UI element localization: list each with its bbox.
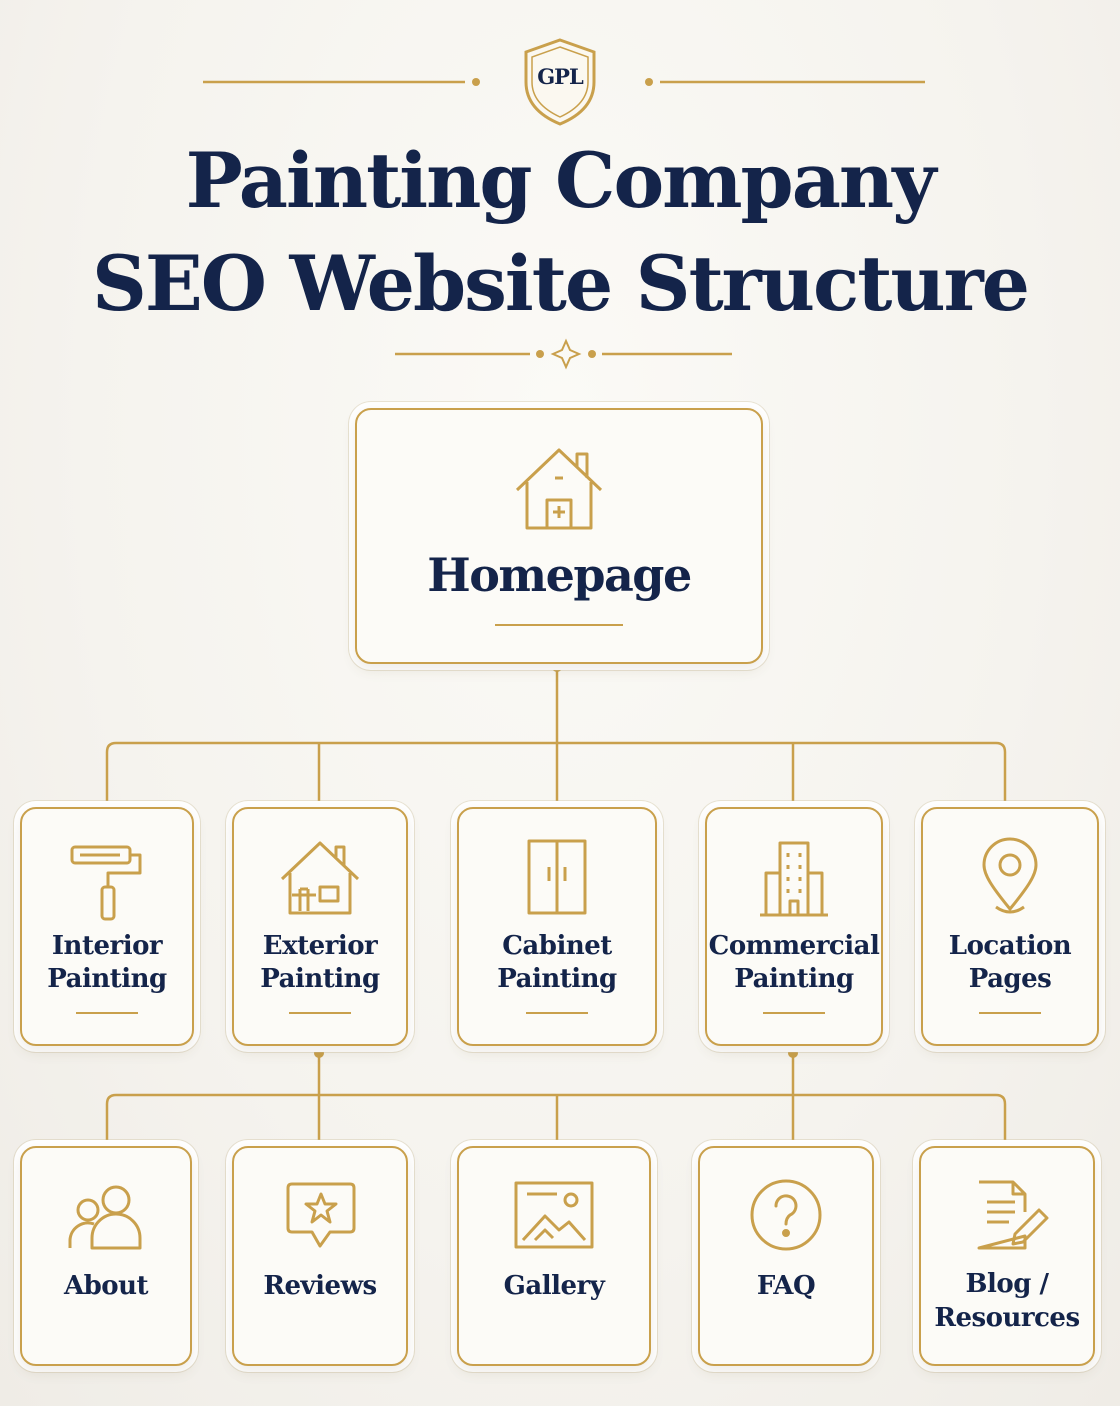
users-icon (66, 1182, 146, 1256)
card-divider (979, 1012, 1041, 1014)
title-line-2: SEO Website Structure (91, 239, 1030, 328)
service-label-line2: Painting (260, 964, 380, 994)
page-label-line1: FAQ (756, 1271, 816, 1301)
homepage-card[interactable]: Homepage (355, 408, 763, 664)
page-label-line1: About (63, 1271, 149, 1301)
page-label-line1: Blog / (965, 1269, 1049, 1299)
title-line-1: Painting Company (185, 136, 937, 225)
service-label-line2: Painting (497, 964, 617, 994)
service-label-line1: Location (948, 931, 1072, 961)
map-pin-icon (978, 837, 1042, 923)
image-icon (513, 1180, 595, 1254)
service-card-exterior[interactable]: Exterior Painting (232, 807, 408, 1046)
service-label-line1: Commercial (708, 931, 880, 961)
building-icon (758, 839, 830, 921)
service-card-commercial[interactable]: Commercial Painting (705, 807, 883, 1046)
service-label-line2: Pages (968, 964, 1052, 994)
card-divider (76, 1012, 138, 1014)
page-label-line2: Resources (934, 1303, 1080, 1333)
service-card-interior[interactable]: Interior Painting (20, 807, 194, 1046)
document-edit-icon (975, 1178, 1051, 1258)
homepage-label: Homepage (427, 548, 692, 602)
logo-shield: GPL (520, 36, 600, 128)
logo-monogram: GPL (537, 64, 584, 89)
page-label-line1: Gallery (503, 1271, 605, 1301)
service-card-location[interactable]: Location Pages (921, 807, 1099, 1046)
service-label-line2: Painting (47, 964, 167, 994)
card-divider (526, 1012, 588, 1014)
page-card-faq[interactable]: FAQ (698, 1146, 874, 1366)
house-icon (511, 442, 607, 538)
service-label-line1: Interior (51, 931, 163, 961)
page-card-blog[interactable]: Blog / Resources (919, 1146, 1095, 1366)
page-label-line1: Reviews (263, 1271, 377, 1301)
page-card-gallery[interactable]: Gallery (457, 1146, 651, 1366)
card-divider (289, 1012, 351, 1014)
house-exterior-icon (278, 837, 362, 921)
service-label-line1: Cabinet (502, 931, 612, 961)
star-review-icon (284, 1180, 358, 1258)
service-label-line2: Painting (734, 964, 854, 994)
homepage-divider (495, 624, 623, 626)
paint-roller-icon (70, 843, 146, 927)
page-card-about[interactable]: About (20, 1146, 192, 1366)
service-card-cabinet[interactable]: Cabinet Painting (457, 807, 657, 1046)
question-icon (749, 1178, 823, 1256)
service-label-line1: Exterior (262, 931, 378, 961)
page-card-reviews[interactable]: Reviews (232, 1146, 408, 1366)
cabinet-icon (525, 837, 589, 921)
card-divider (763, 1012, 825, 1014)
